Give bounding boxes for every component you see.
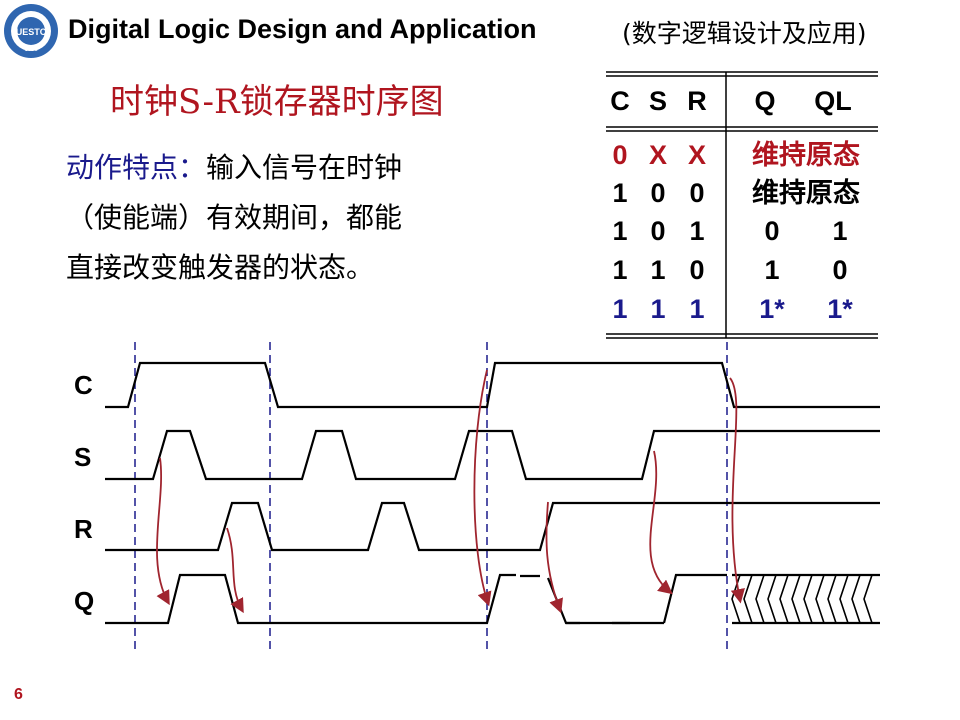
table-header-r: R [687,86,707,116]
course-title: Digital Logic Design and Application [68,14,537,44]
table-cell-s: 1 [650,294,665,324]
description-line-3: 直接改变触发器的状态。 [66,251,375,284]
table-header-q: Q [754,86,775,116]
waveform-q-rise [662,573,727,624]
signal-label-r: R [74,514,93,544]
table-cell-c: 1 [612,178,627,208]
table-cell-r: 1 [689,216,704,246]
table-cell-ql: 0 [832,255,847,285]
table-cell-q: 1* [759,294,785,324]
table-header-c: C [610,86,630,116]
table-cell-s: 0 [650,216,665,246]
table-cell-r: 0 [689,178,704,208]
description-label: 动作特点： [66,151,207,184]
table-header-s: S [649,86,667,116]
svg-text:1956: 1956 [24,47,38,53]
table-cell-c: 1 [612,255,627,285]
waveform-s [105,429,880,481]
table-cell-r: X [688,140,706,170]
table-cell-s: 0 [650,178,665,208]
description-line-1: 动作特点：输入信号在时钟 [66,143,526,193]
table-cell-c: 1 [612,216,627,246]
table-cell-s: 1 [650,255,665,285]
table-cell-q: 1 [764,255,779,285]
description: 动作特点：输入信号在时钟 （使能端）有效期间，都能 直接改变触发器的状态。 [66,143,526,293]
signal-label-c: C [74,370,93,400]
table-cell-ql: 1 [832,216,847,246]
svg-text:UESTC: UESTC [16,27,47,37]
slide-title: 时钟S-R锁存器时序图 [110,82,444,122]
signal-label-q: Q [74,586,94,616]
university-seal-icon: UESTC 1956 [4,4,58,58]
table-cell-q: 0 [764,216,779,246]
table-cell-r: 1 [689,294,704,324]
q-undefined-hatch [731,574,873,624]
course-subtitle: (数字逻辑设计及应用) [622,19,867,48]
signal-label-s: S [74,442,91,472]
table-cell-c: 0 [612,140,627,170]
table-cell-s: X [649,140,667,170]
page-number: 6 [14,686,23,703]
table-cell-r: 0 [689,255,704,285]
causality-arrows [156,369,745,614]
table-cell-output: 维持原态 [752,178,860,208]
waveform-c [105,361,880,409]
table-cell-c: 1 [612,294,627,324]
description-line-1-text: 输入信号在时钟 [206,151,403,184]
waveform-r [105,501,880,552]
table-cell-output: 维持原态 [752,140,860,170]
table-cell-ql: 1* [827,294,853,324]
truth-table-borders [606,71,878,339]
description-line-2: （使能端）有效期间，都能 [66,201,403,234]
table-header-ql: QL [814,86,852,116]
clock-edge-guides [134,342,728,652]
